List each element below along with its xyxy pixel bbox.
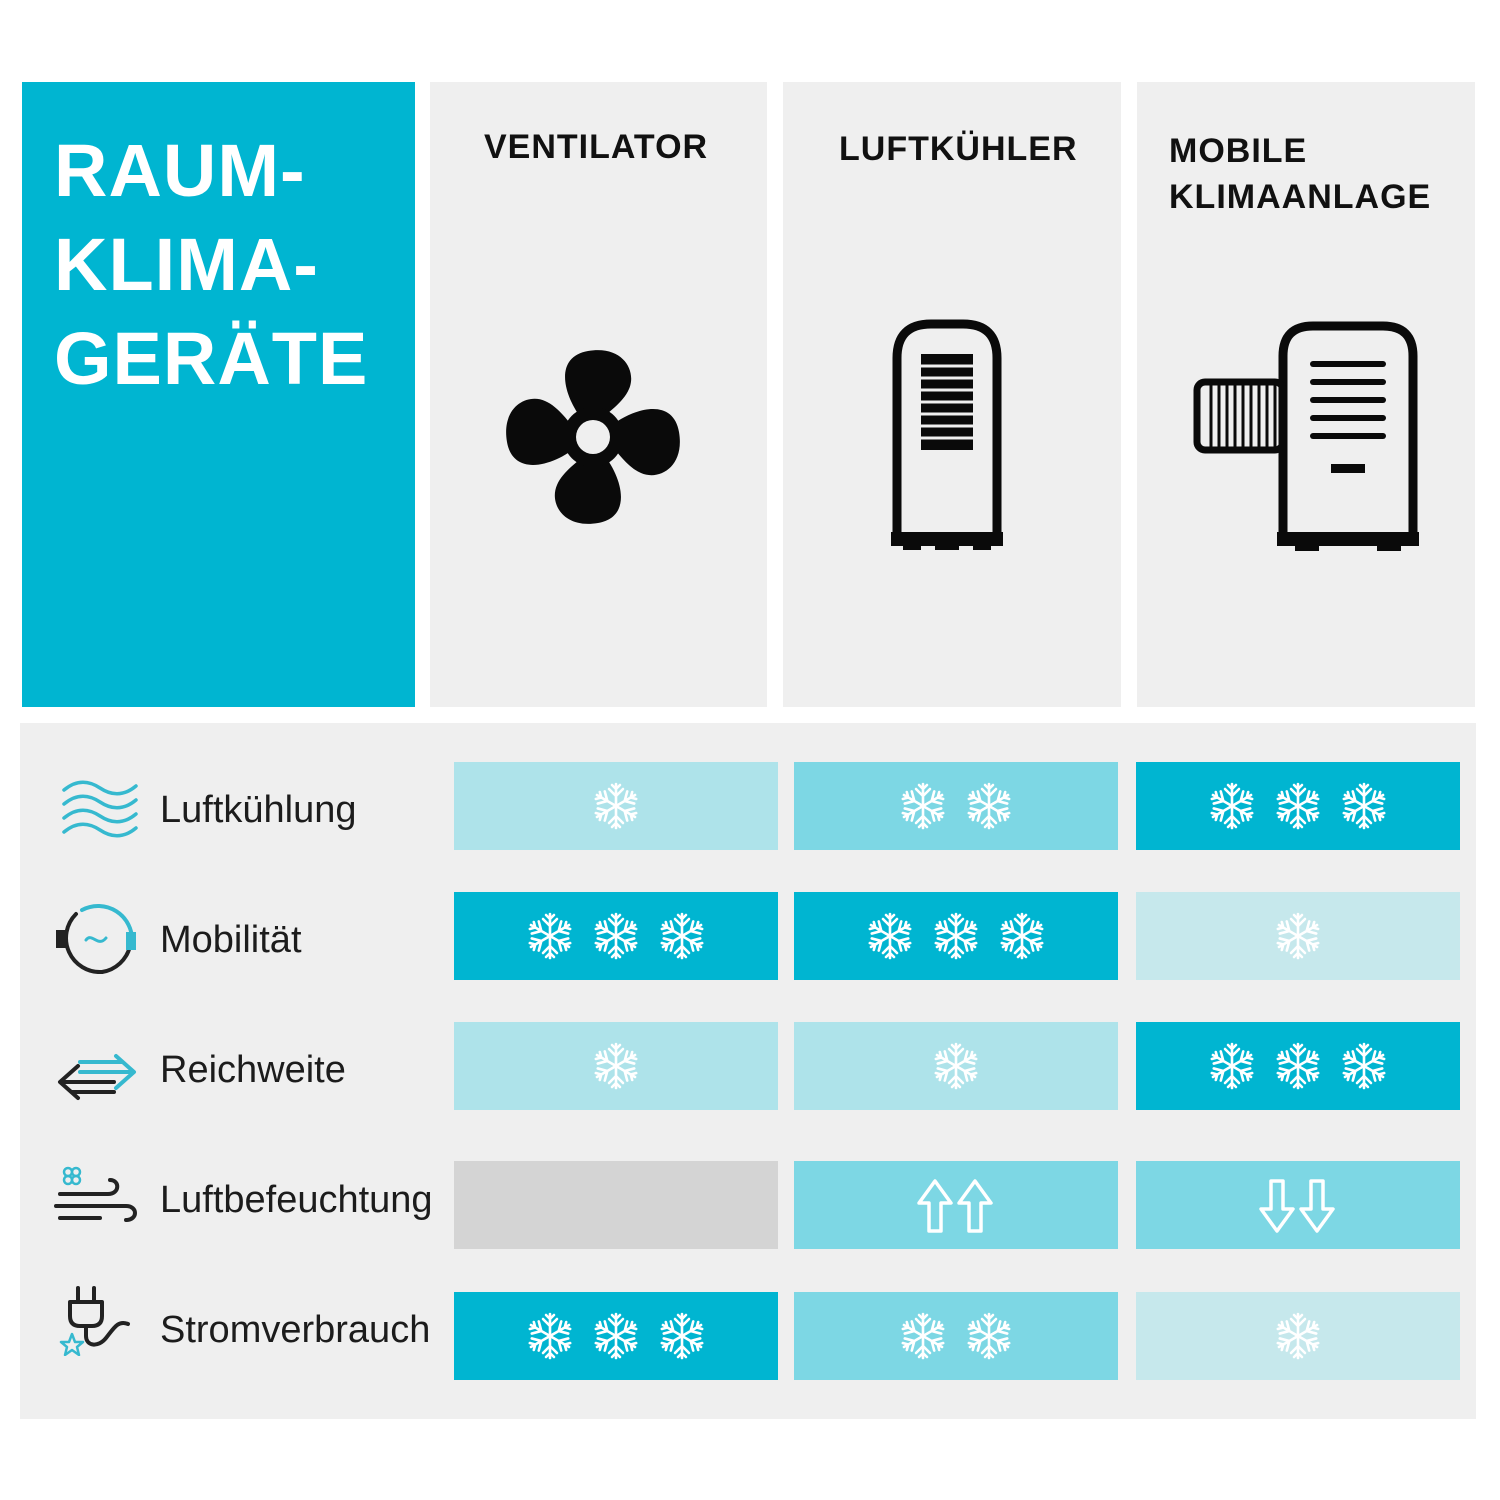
rating-cell xyxy=(794,762,1118,850)
snowflake-icon xyxy=(967,782,1011,830)
row-label-stromverbrauch: Stromverbrauch xyxy=(160,1309,431,1351)
device-panel-mobile-klimaanlage: MOBILE KLIMAANLAGE xyxy=(1137,82,1475,707)
rating-cell xyxy=(454,892,778,980)
title-line-1: RAUM- xyxy=(54,129,306,212)
device-panel-ventilator: VENTILATOR xyxy=(430,82,767,707)
device-title-klimaanlage: KLIMAANLAGE xyxy=(1169,178,1432,216)
row-label-luftkuehlung: Luftkühlung xyxy=(160,789,357,831)
rating-cell xyxy=(454,1161,778,1249)
snowflake-icon xyxy=(868,912,912,960)
snowflake-icon xyxy=(934,1042,978,1090)
title-line-3: GERÄTE xyxy=(54,317,369,400)
rating-cell xyxy=(794,892,1118,980)
snowflake-icon xyxy=(594,1042,638,1090)
rating-cell xyxy=(454,1022,778,1110)
device-panel-luftkuehler: LUFTKÜHLER xyxy=(783,82,1121,707)
rating-cell xyxy=(794,1292,1118,1380)
rating-cell xyxy=(1136,1161,1460,1249)
snowflake-icon xyxy=(1342,1042,1386,1090)
snowflake-icon xyxy=(1276,912,1320,960)
air-waves-icon xyxy=(62,780,138,838)
snowflake-icon xyxy=(660,1312,704,1360)
snowflake-icon xyxy=(1210,782,1254,830)
snowflake-icon xyxy=(1276,782,1320,830)
snowflake-icon xyxy=(1000,912,1044,960)
snowflake-icon xyxy=(967,1312,1011,1360)
humidity-wind-icon xyxy=(54,1166,137,1222)
double-arrow-icon xyxy=(58,1054,136,1100)
air-cooler-icon xyxy=(891,319,1003,550)
snowflake-icon xyxy=(594,782,638,830)
snowflake-icon xyxy=(660,912,704,960)
snowflake-icon xyxy=(1276,1042,1320,1090)
rating-cell xyxy=(794,1161,1118,1249)
rating-cell xyxy=(1136,1292,1460,1380)
snowflake-icon xyxy=(528,912,572,960)
snowflake-icon xyxy=(1276,1312,1320,1360)
portable-air-conditioner-icon xyxy=(1193,321,1419,551)
snowflake-icon xyxy=(901,782,945,830)
rating-cell xyxy=(454,762,778,850)
title-panel: RAUM- KLIMA- GERÄTE xyxy=(22,82,415,707)
device-title-mobile: MOBILE xyxy=(1169,132,1308,170)
snowflake-icon xyxy=(1210,1042,1254,1090)
snowflake-icon xyxy=(934,912,978,960)
rating-cell xyxy=(1136,762,1460,850)
row-label-reichweite: Reichweite xyxy=(160,1049,346,1091)
snowflake-icon xyxy=(1342,782,1386,830)
snowflake-icon xyxy=(594,912,638,960)
snowflake-icon xyxy=(528,1312,572,1360)
rotation-circle-icon xyxy=(56,904,136,974)
snowflake-icon xyxy=(594,1312,638,1360)
double-arrow-up-icon xyxy=(917,1179,993,1233)
double-arrow-down-icon xyxy=(1259,1179,1335,1233)
row-label-luftbefeuchtung: Luftbefeuchtung xyxy=(160,1179,433,1221)
snowflake-icon xyxy=(901,1312,945,1360)
title-line-2: KLIMA- xyxy=(54,223,319,306)
rating-cell xyxy=(454,1292,778,1380)
power-plug-icon xyxy=(59,1286,130,1356)
row-label-mobilitaet: Mobilität xyxy=(160,919,302,961)
rating-cell xyxy=(794,1022,1118,1110)
device-title-luftkuehler: LUFTKÜHLER xyxy=(839,130,1078,168)
device-title-ventilator: VENTILATOR xyxy=(484,128,709,166)
rating-cell xyxy=(1136,1022,1460,1110)
fan-icon xyxy=(506,350,680,524)
rating-cell xyxy=(1136,892,1460,980)
